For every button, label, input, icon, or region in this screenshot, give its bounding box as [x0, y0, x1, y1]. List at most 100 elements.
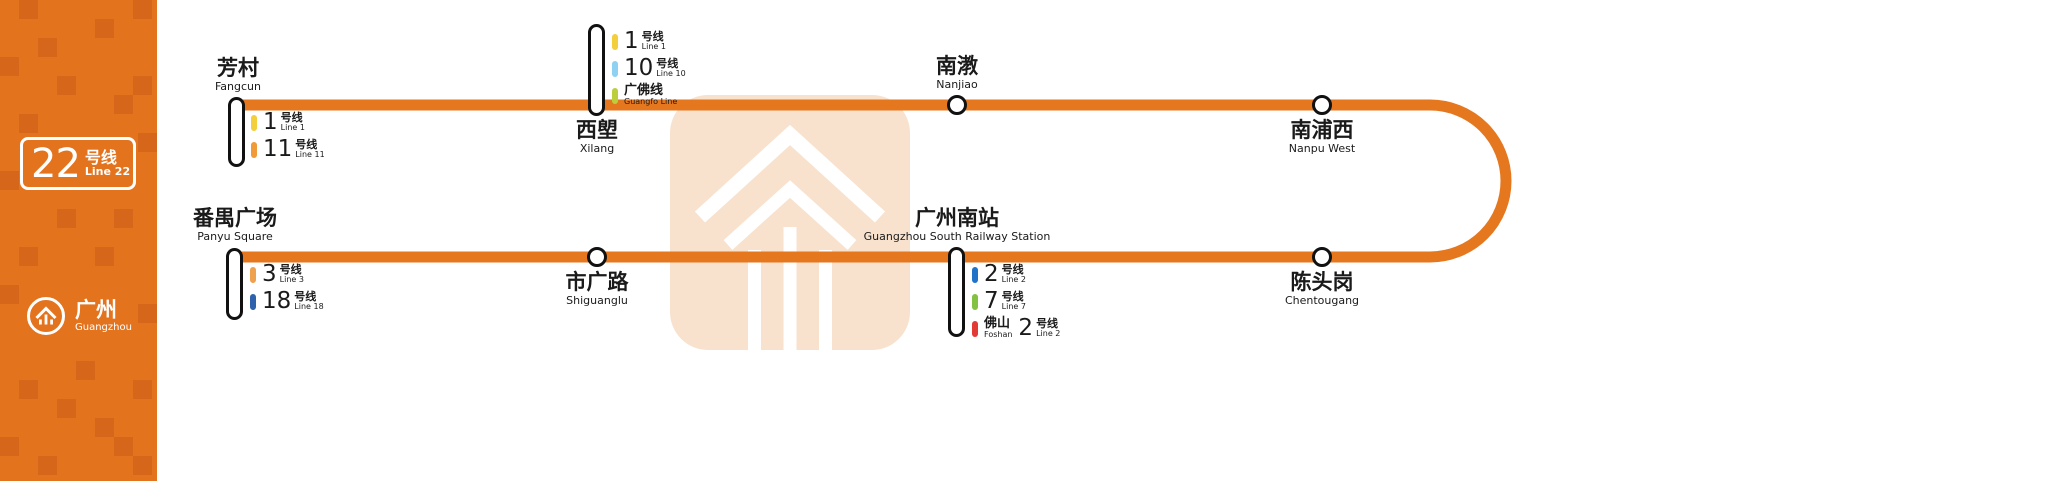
station-label-guangzhou-south: 广州南站 Guangzhou South Railway Station — [817, 206, 1097, 244]
transfer-name-en: Line 18 — [294, 302, 324, 312]
transfer-prefix-cn: 佛山 — [984, 315, 1011, 331]
station-name-en: Guangzhou South Railway Station — [863, 230, 1051, 244]
line-color-tick — [612, 60, 618, 77]
brand-name-en: Guangzhou — [75, 322, 132, 334]
transfer-suffix-cn: 号线 — [294, 290, 317, 304]
transfers-panyu-square: 3 号线 Line 3 18 号线 Line 18 — [250, 262, 324, 316]
line-badge-cn: 号线 — [84, 147, 117, 167]
transfer-name-en: Line 10 — [656, 69, 686, 79]
line-color-tick — [250, 293, 256, 310]
transfer-line-labels: 号线 Line 18 — [294, 290, 324, 312]
station-name-cn: 南浦西 — [1290, 118, 1354, 142]
station-label-xilang: 西塱 Xilang — [537, 118, 657, 156]
transfer-item-line-2: 2 号线 Line 2 — [972, 262, 1060, 287]
station-label-nanjiao: 南漖 Nanjiao — [897, 54, 1017, 92]
transfer-line-labels: 号线 Line 2 — [1036, 317, 1061, 339]
line-color-tick — [612, 87, 618, 104]
transfer-suffix-cn: 号线 — [641, 30, 664, 44]
station-label-chentougang: 陈头岗 Chentougang — [1252, 270, 1392, 308]
station-name-en: Nanjiao — [936, 78, 978, 92]
transfer-line-number: 7 — [984, 288, 999, 314]
station-label-shiguanglu: 市广路 Shiguanglu — [537, 270, 657, 308]
transfer-line-number: 3 — [262, 261, 277, 287]
transfer-line-number: 10 — [624, 55, 654, 81]
line-color-tick — [972, 293, 978, 310]
transfer-line-labels: 号线 Line 7 — [1001, 290, 1026, 312]
transfer-suffix-cn: 号线 — [279, 263, 302, 277]
transfers-fangcun: 1 号线 Line 1 11 号线 Line 11 — [251, 110, 325, 164]
transfer-name-en: Line 2 — [1001, 275, 1026, 285]
station-name-en: Fangcun — [214, 80, 261, 94]
station-name-en: Panyu Square — [197, 230, 273, 244]
line-color-tick — [612, 33, 618, 50]
transfer-item-line-1: 1 号线 Line 1 — [251, 110, 325, 135]
line-color-tick — [972, 266, 978, 283]
transfer-line-number: 18 — [262, 288, 292, 314]
station-name-en: Xilang — [579, 142, 615, 156]
station-name-cn: 市广路 — [565, 270, 629, 294]
transfer-suffix-cn: 号线 — [1036, 317, 1059, 331]
station-name-en: Shiguanglu — [566, 294, 628, 308]
brand: 广州 Guangzhou — [26, 296, 132, 336]
station-name-cn: 广州南站 — [915, 206, 999, 230]
station-label-panyu-square: 番禺广场 Panyu Square — [160, 206, 310, 244]
transfer-item-line-1: 1 号线 Line 1 — [612, 29, 686, 54]
line-color-tick — [251, 114, 257, 131]
transfer-name-en: Line 1 — [641, 42, 666, 52]
station-label-fangcun: 芳村 Fangcun — [168, 56, 308, 94]
station-name-cn: 西塱 — [576, 118, 618, 142]
transfer-name-en: Line 7 — [1001, 302, 1026, 312]
transfer-item-line-11: 11 号线 Line 11 — [251, 137, 325, 162]
station-name-cn: 番禺广场 — [193, 206, 277, 230]
transfer-name-en: Line 11 — [295, 150, 325, 160]
transfer-item-guangfo-line: 广佛线 Guangfo Line — [612, 83, 686, 108]
station-marker-shiguanglu — [587, 247, 607, 267]
transfer-item-line-18: 18 号线 Line 18 — [250, 289, 324, 314]
transfer-line-labels: 号线 Line 2 — [1001, 263, 1026, 285]
transfers-guangzhou-south: 2 号线 Line 2 7 号线 Line 7 佛山 Foshan 2 号线 L… — [972, 262, 1060, 343]
line-color-tick — [251, 141, 257, 158]
transfer-line-labels: 号线 Line 3 — [279, 263, 304, 285]
transfer-prefix-labels: 佛山 Foshan — [984, 315, 1013, 340]
transfer-suffix-cn: 号线 — [656, 57, 679, 71]
line-badge-en: Line 22 — [84, 165, 131, 179]
transfer-prefix-en: Foshan — [984, 330, 1013, 340]
station-marker-nanpu-west — [1312, 95, 1332, 115]
line-color-tick — [250, 266, 256, 283]
transfer-line-labels: 号线 Line 1 — [280, 111, 305, 133]
brand-name-cn: 广州 — [75, 298, 117, 323]
line-number: 22 — [31, 140, 81, 187]
transfer-name-en: Line 1 — [280, 123, 305, 133]
transfer-suffix-cn: 号线 — [1001, 263, 1024, 277]
transfer-line-number: 1 — [624, 28, 639, 54]
station-label-nanpu-west: 南浦西 Nanpu West — [1252, 118, 1392, 156]
transfer-suffix-cn: 号线 — [1001, 290, 1024, 304]
transfer-name-en: Line 2 — [1036, 329, 1061, 339]
transfer-name-en: Line 3 — [279, 275, 304, 285]
transfer-line-labels: 号线 Line 1 — [641, 30, 666, 52]
station-marker-guangzhou-south — [948, 247, 965, 337]
transfer-line-number: 2 — [984, 261, 999, 287]
transfers-xilang: 1 号线 Line 1 10 号线 Line 10 广佛线 Guangfo Li… — [612, 29, 686, 110]
line-badge: 22 号线 Line 22 — [20, 137, 136, 190]
mosaic-pattern — [0, 0, 19, 19]
transfer-line-number: 2 — [1018, 315, 1034, 341]
station-name-en: Nanpu West — [1288, 142, 1356, 156]
transfer-line-number: 1 — [263, 109, 278, 135]
transfer-suffix-cn: 广佛线 — [624, 82, 664, 98]
station-name-en: Chentougang — [1284, 294, 1360, 308]
transfer-item-line-7: 7 号线 Line 7 — [972, 289, 1060, 314]
station-marker-panyu-square — [226, 248, 243, 320]
line-badge-labels: 号线 Line 22 — [85, 149, 130, 179]
station-name-cn: 陈头岗 — [1290, 270, 1354, 294]
transfer-line-number: 11 — [263, 136, 293, 162]
station-marker-nanjiao — [947, 95, 967, 115]
station-name-cn: 南漖 — [936, 54, 978, 78]
transfer-line-labels: 号线 Line 11 — [295, 138, 325, 160]
transfer-item-foshan-line-2: 佛山 Foshan 2 号线 Line 2 — [972, 316, 1060, 341]
transfer-item-line-3: 3 号线 Line 3 — [250, 262, 324, 287]
sidebar: 22 号线 Line 22 广州 Guangzhou — [0, 0, 157, 481]
station-marker-xilang — [588, 24, 605, 116]
station-name-cn: 芳村 — [217, 56, 259, 80]
